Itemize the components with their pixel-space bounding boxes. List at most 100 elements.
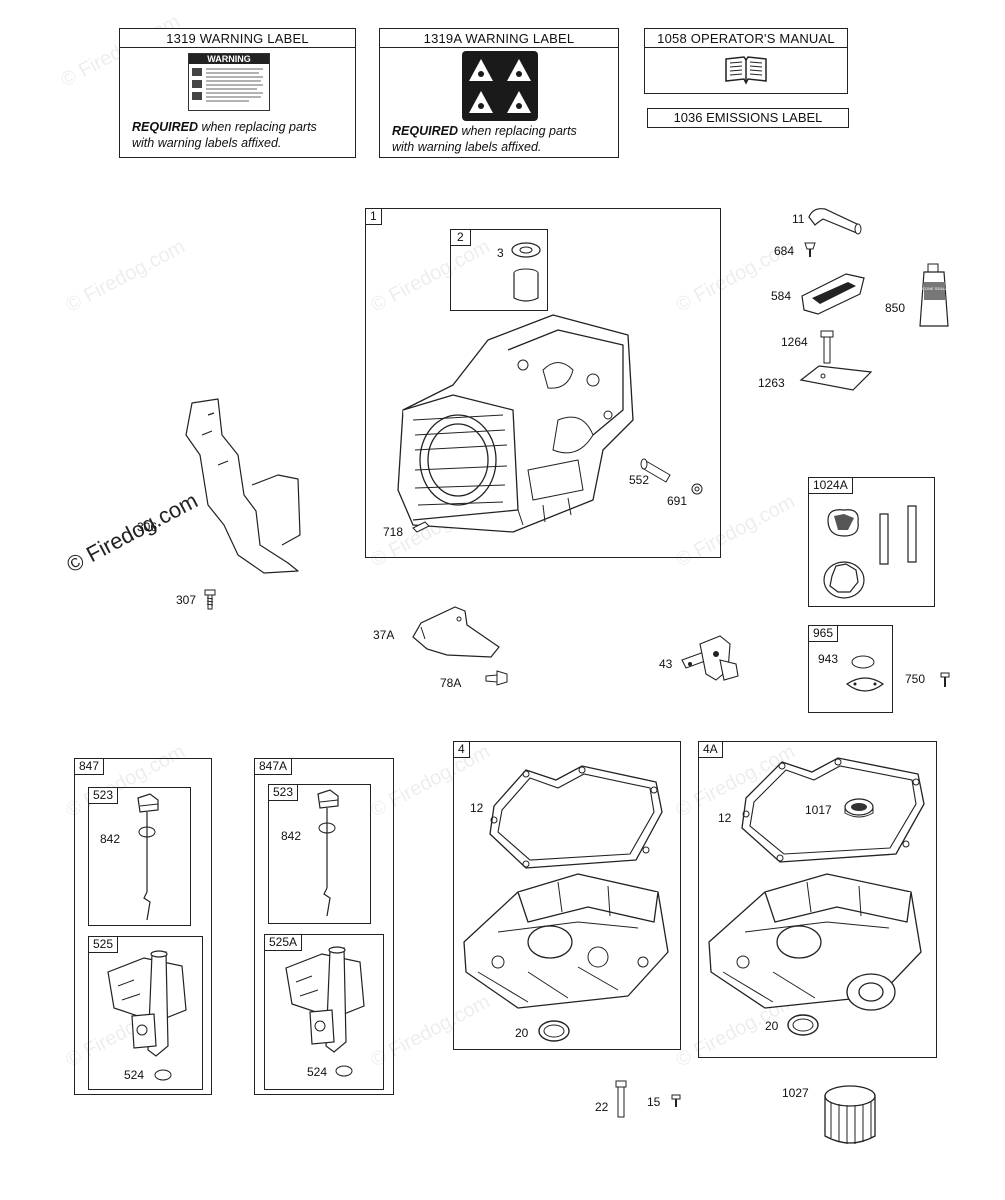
screw-684	[803, 241, 817, 259]
oil-filter-1027	[817, 1080, 883, 1144]
group-4-tag: 4	[453, 741, 470, 758]
oil-seal-20b	[786, 1012, 820, 1038]
emissions-label-1036-title: 1036 EMISSIONS LABEL	[673, 110, 823, 125]
part-307-label: 307	[176, 593, 197, 607]
book-icon	[723, 55, 769, 85]
sump-cover-4a-drawing	[703, 862, 931, 1012]
group-523-box: 523	[88, 787, 191, 926]
part-306-label: 306	[137, 520, 158, 534]
group-2-tag: 2	[450, 229, 471, 246]
part-3-label: 3	[497, 246, 504, 260]
tube-label-text: SILICONE SEALANT	[915, 286, 954, 291]
group-523b-box: 523	[268, 784, 371, 924]
group-1-cylinder-box: 1	[365, 208, 721, 558]
group-4a-tag: 4A	[698, 741, 723, 758]
part-552-label: 552	[629, 473, 650, 487]
gasket-12b-drawing	[738, 752, 928, 864]
screw-750	[939, 671, 951, 689]
oring-524	[153, 1068, 173, 1082]
warning-label-1319-title: 1319 WARNING LABEL	[120, 29, 355, 48]
group-1-tag: 1	[365, 208, 382, 225]
air-guide-306-drawing	[178, 395, 308, 575]
warning-sticker-image: WARNING	[188, 53, 270, 111]
part-11-label: 11	[792, 212, 805, 226]
sump-cover-4-drawing	[458, 862, 674, 1010]
group-525a-box: 525A	[264, 934, 384, 1090]
screw-78a	[483, 668, 511, 690]
cover-and-oring-965	[843, 650, 887, 700]
air-guide-37a-drawing	[407, 603, 507, 661]
warning-label-1319-box: 1319 WARNING LABEL WARNING REQUIRED when…	[119, 28, 356, 158]
screw-15	[670, 1093, 682, 1109]
group-525-box: 525	[88, 936, 203, 1090]
part-842-label: 842	[100, 832, 121, 846]
group-1024a-tag: 1024A	[808, 477, 853, 494]
dowel-718	[411, 519, 431, 533]
dipstick-tube-525-drawing	[94, 950, 198, 1062]
part-1264-label: 1264	[781, 335, 808, 349]
group-965-tag: 965	[808, 625, 839, 642]
part-15-label: 15	[647, 1095, 661, 1109]
group-847a-box: 847A	[254, 758, 394, 1095]
sealant-tube-850: SILICONE SEALANT	[915, 262, 954, 330]
dipstick-523b-drawing	[308, 788, 348, 920]
part-78a-label: 78A	[440, 676, 462, 690]
filter-adapter-1017	[842, 797, 876, 821]
part-842b-label: 842	[281, 829, 302, 843]
screw-307	[202, 588, 218, 612]
part-850-label: 850	[885, 301, 906, 315]
oil-seal-20	[537, 1018, 571, 1044]
part-1027-label: 1027	[782, 1086, 809, 1100]
group-2-box: 2	[450, 229, 548, 311]
part-524-label: 524	[124, 1068, 145, 1082]
warning-sticker-heading: WARNING	[189, 54, 269, 64]
group-847a-tag: 847A	[254, 758, 293, 775]
group-847-box: 847	[74, 758, 212, 1095]
watermark: © Firedog.com	[62, 235, 189, 317]
part-943-label: 943	[818, 652, 839, 666]
group-4a-box: 4A	[698, 741, 937, 1058]
breather-cover-584	[798, 268, 868, 318]
operators-manual-1058-box: 1058 OPERATOR'S MANUAL	[644, 28, 848, 94]
part-43-label: 43	[659, 657, 673, 671]
group-525-tag: 525	[88, 936, 119, 953]
group-4-box: 4	[453, 741, 681, 1050]
part-20b-label: 20	[765, 1019, 779, 1033]
part-750-label: 750	[905, 672, 926, 686]
seal-and-bushing-parts	[508, 240, 544, 306]
warning-label-1319a-title: 1319A WARNING LABEL	[380, 29, 618, 48]
part-1263-label: 1263	[758, 376, 785, 390]
breather-tube-11	[805, 203, 865, 239]
emissions-label-1036-box: 1036 EMISSIONS LABEL	[647, 108, 849, 128]
group-523-tag: 523	[88, 787, 119, 804]
dipstick-tube-525a-drawing	[272, 946, 376, 1058]
warning-symbols-image	[462, 51, 538, 121]
pin-552-and-washer-691	[640, 455, 705, 495]
dipstick-523-drawing	[128, 792, 168, 924]
part-684-label: 684	[774, 244, 795, 258]
part-12b-label: 12	[718, 811, 732, 825]
part-691-label: 691	[667, 494, 688, 508]
part-20a-label: 20	[515, 1026, 529, 1040]
part-718-label: 718	[383, 525, 404, 539]
bolt-1264	[818, 329, 836, 365]
group-523b-tag: 523	[268, 784, 299, 801]
warning-label-1319a-box: 1319A WARNING LABEL REQUIRED when replac…	[379, 28, 619, 158]
group-847-tag: 847	[74, 758, 105, 775]
group-965-box: 965	[808, 625, 893, 713]
group-525a-tag: 525A	[264, 934, 303, 951]
gasket-12-drawing	[486, 760, 666, 870]
warning-label-1319a-note: REQUIRED when replacing parts with warni…	[392, 124, 577, 154]
part-1017-label: 1017	[805, 803, 832, 817]
cylinder-block-drawing	[393, 310, 638, 532]
gasket-1263	[797, 360, 875, 396]
governor-lever-43-drawing	[676, 630, 744, 692]
oil-pump-rotor-kit-drawing	[818, 500, 928, 604]
group-1024a-box: 1024A	[808, 477, 935, 607]
warning-label-1319-note: REQUIRED when replacing parts with warni…	[132, 120, 317, 150]
part-524b-label: 524	[307, 1065, 328, 1079]
oring-524b	[334, 1064, 354, 1078]
bolt-22	[614, 1079, 628, 1119]
part-37a-label: 37A	[373, 628, 395, 642]
operators-manual-1058-title: 1058 OPERATOR'S MANUAL	[645, 29, 847, 48]
